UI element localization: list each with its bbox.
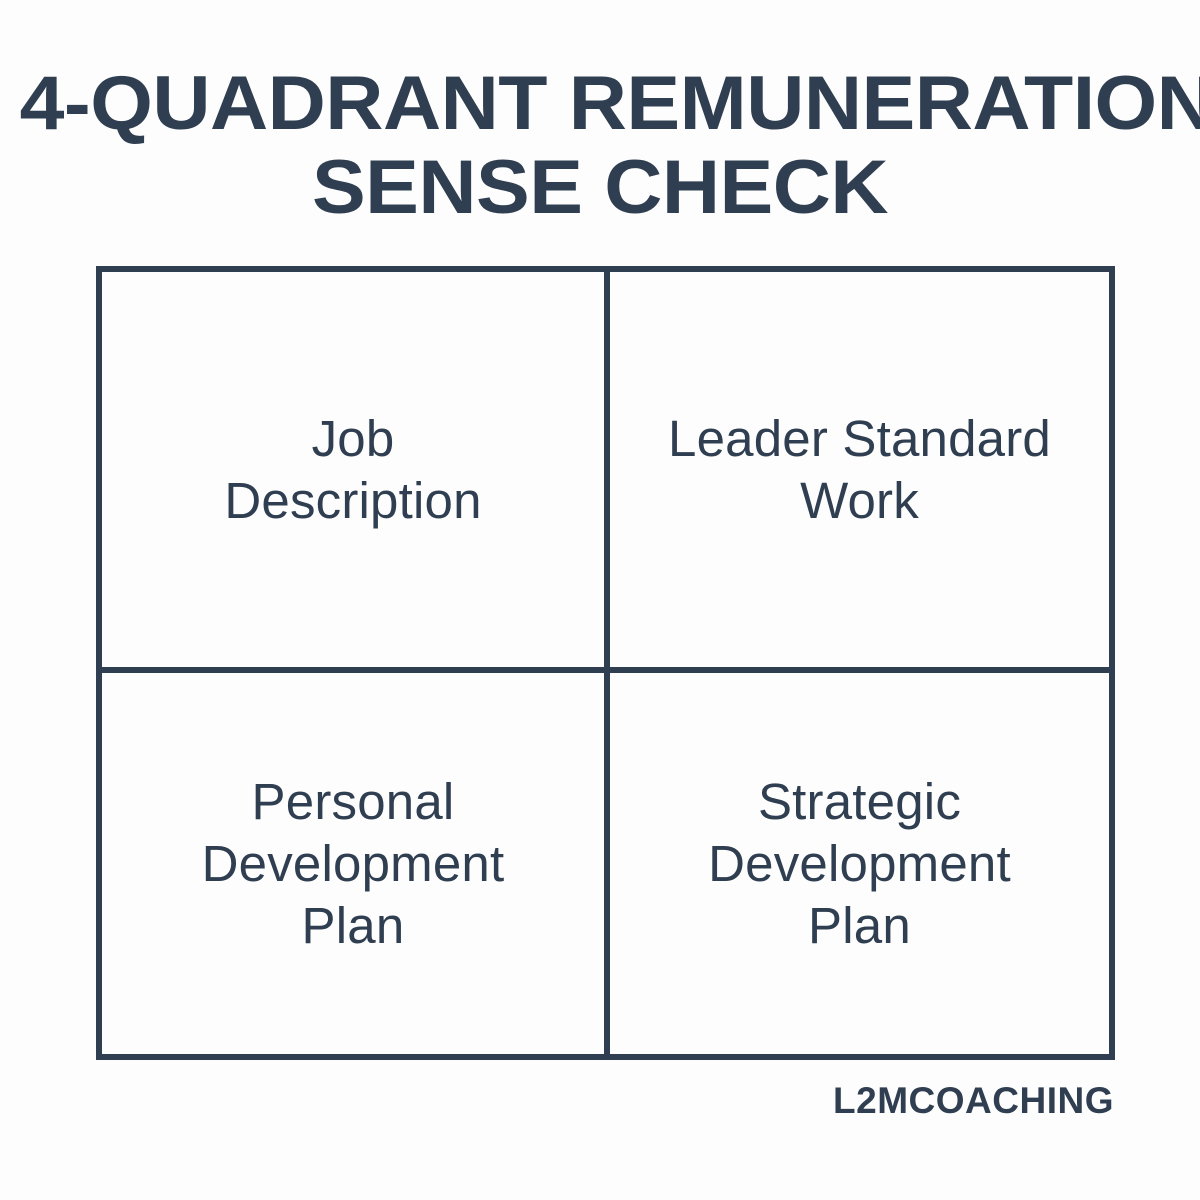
page-title-line-2: SENSE CHECK [311, 145, 889, 230]
quadrant-top-left[interactable]: Job Description [102, 272, 607, 670]
quadrant-bottom-left[interactable]: Personal Development Plan [102, 670, 607, 1054]
quadrant-top-right-label: Leader Standard Work [668, 409, 1051, 529]
quadrant-top-right[interactable]: Leader Standard Work [607, 272, 1109, 670]
quadrant-top-left-label: Job Description [224, 409, 482, 529]
quadrant-bottom-right[interactable]: Strategic Development Plan [607, 670, 1109, 1054]
brand-wordmark: L2MCOACHING [833, 1080, 1114, 1121]
quadrant-matrix: Job Description Leader Standard Work Per… [96, 266, 1115, 1060]
page-title-line-1: 4-QUADRANT REMUNERATION [19, 61, 1200, 146]
page-title: 4-QUADRANT REMUNERATION SENSE CHECK [0, 62, 1200, 230]
quadrant-bottom-left-label: Personal Development Plan [201, 772, 505, 954]
quadrant-bottom-right-label: Strategic Development Plan [708, 772, 1011, 954]
